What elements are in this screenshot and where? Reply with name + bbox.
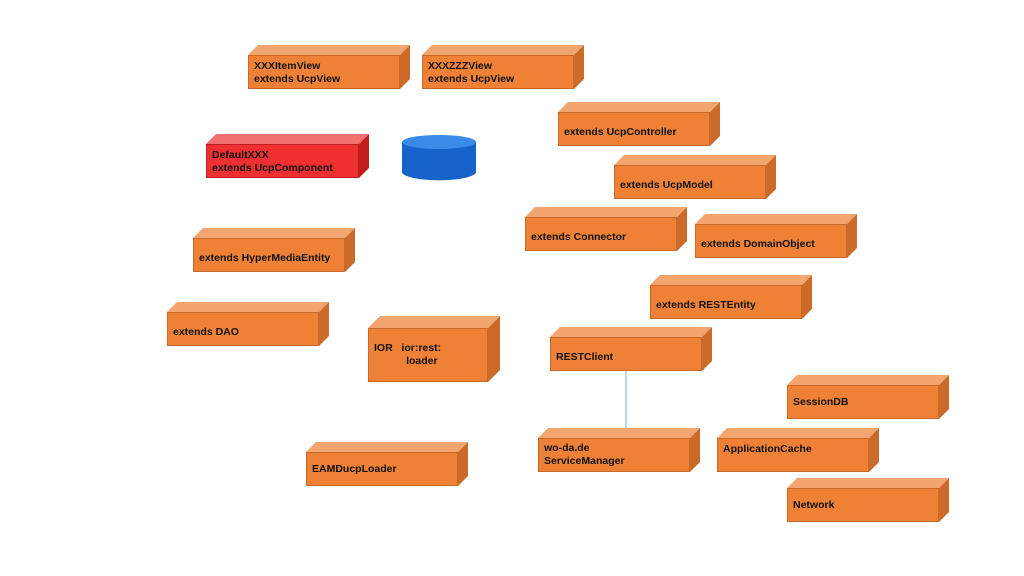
box-front-face: extends DomainObject bbox=[695, 224, 847, 258]
box-front-face: extends Connector bbox=[525, 217, 677, 251]
component-box-restclient: RESTClient bbox=[550, 327, 712, 371]
box-label-line: ApplicationCache bbox=[723, 443, 812, 455]
box-side-face bbox=[574, 45, 584, 89]
box-label-line: extends DomainObject bbox=[701, 238, 815, 250]
component-box-ucpmodel: extends UcpModel bbox=[614, 155, 776, 199]
box-side-face bbox=[702, 327, 712, 371]
box-top-face bbox=[717, 428, 879, 438]
component-box-restentity: extends RESTEntity bbox=[650, 275, 812, 319]
box-label-line: extends UcpView bbox=[428, 73, 515, 85]
box-side-face bbox=[869, 428, 879, 472]
component-box-sessiondb: SessionDB bbox=[787, 375, 949, 419]
box-side-face bbox=[488, 316, 500, 382]
box-label-line: extends Connector bbox=[531, 231, 627, 243]
box-front-face: Network bbox=[787, 488, 939, 522]
box-top-face bbox=[206, 134, 369, 144]
box-label-line: loader bbox=[374, 355, 438, 367]
box-top-face bbox=[306, 442, 468, 452]
box-top-face bbox=[787, 375, 949, 385]
box-label-line: extends DAO bbox=[173, 326, 239, 338]
box-front-face: extends DAO bbox=[167, 312, 319, 346]
box-front-face: IOR ior:rest: loader bbox=[368, 328, 488, 382]
box-label-line: ServiceManager bbox=[544, 455, 625, 467]
box-top-face bbox=[193, 228, 355, 238]
box-side-face bbox=[458, 442, 468, 486]
component-box-network: Network bbox=[787, 478, 949, 522]
box-front-face: extends HyperMediaEntity bbox=[193, 238, 345, 272]
box-side-face bbox=[400, 45, 410, 89]
box-label-line: extends HyperMediaEntity bbox=[199, 252, 331, 264]
box-label-line: SessionDB bbox=[793, 395, 849, 408]
box-side-face bbox=[345, 228, 355, 272]
component-box-appcache: ApplicationCache bbox=[717, 428, 879, 472]
box-top-face bbox=[422, 45, 584, 55]
component-box-dao: extends DAO bbox=[167, 302, 329, 346]
box-label-line: Network bbox=[793, 498, 835, 511]
box-side-face bbox=[677, 207, 687, 251]
box-top-face bbox=[695, 214, 857, 224]
component-box-ior: IOR ior:rest: loader bbox=[368, 316, 500, 382]
box-front-face: extends UcpModel bbox=[614, 165, 766, 199]
component-box-hypermedia: extends HyperMediaEntity bbox=[193, 228, 355, 272]
box-front-face: EAMDucpLoader bbox=[306, 452, 458, 486]
box-top-face bbox=[538, 428, 700, 438]
box-side-face bbox=[710, 102, 720, 146]
box-top-face bbox=[614, 155, 776, 165]
box-front-face: RESTClient bbox=[550, 337, 702, 371]
box-label-line: extends UcpController bbox=[564, 126, 677, 138]
box-label-line: extends UcpModel bbox=[620, 179, 713, 191]
box-label-line: XXXItemView bbox=[254, 60, 321, 72]
component-box-domainobject: extends DomainObject bbox=[695, 214, 857, 258]
box-top-face bbox=[368, 316, 500, 328]
box-label-line: wo-da.de bbox=[544, 442, 590, 454]
box-top-face bbox=[558, 102, 720, 112]
box-top-face bbox=[787, 478, 949, 488]
box-label-line: XXXZZZView bbox=[428, 60, 492, 72]
box-side-face bbox=[847, 214, 857, 258]
box-side-face bbox=[690, 428, 700, 472]
box-side-face bbox=[319, 302, 329, 346]
component-box-connector: extends Connector bbox=[525, 207, 687, 251]
box-top-face bbox=[650, 275, 812, 285]
box-label-line: EAMDucpLoader bbox=[312, 462, 397, 475]
box-side-face bbox=[802, 275, 812, 319]
box-label-line: DefaultXXX bbox=[212, 149, 269, 161]
box-label-line: extends UcpView bbox=[254, 73, 341, 85]
box-top-face bbox=[525, 207, 687, 217]
box-side-face bbox=[939, 478, 949, 522]
component-box-eamducploader: EAMDucpLoader bbox=[306, 442, 468, 486]
box-front-face: ApplicationCache bbox=[717, 438, 869, 472]
box-label-line: RESTClient bbox=[556, 351, 614, 363]
box-top-face bbox=[167, 302, 329, 312]
box-side-face bbox=[939, 375, 949, 419]
box-top-face bbox=[248, 45, 410, 55]
box-top-face bbox=[550, 327, 712, 337]
box-label-line: IOR ior:rest: bbox=[374, 342, 442, 354]
box-label-line: extends RESTEntity bbox=[656, 299, 756, 311]
box-front-face: extends UcpController bbox=[558, 112, 710, 146]
box-front-face: extends RESTEntity bbox=[650, 285, 802, 319]
box-label-line: extends UcpComponent bbox=[212, 162, 333, 174]
box-side-face bbox=[766, 155, 776, 199]
component-box-ucpcontroller: extends UcpController bbox=[558, 102, 720, 146]
database-cylinder-icon bbox=[402, 135, 476, 181]
box-side-face bbox=[359, 134, 369, 178]
box-front-face: SessionDB bbox=[787, 385, 939, 419]
